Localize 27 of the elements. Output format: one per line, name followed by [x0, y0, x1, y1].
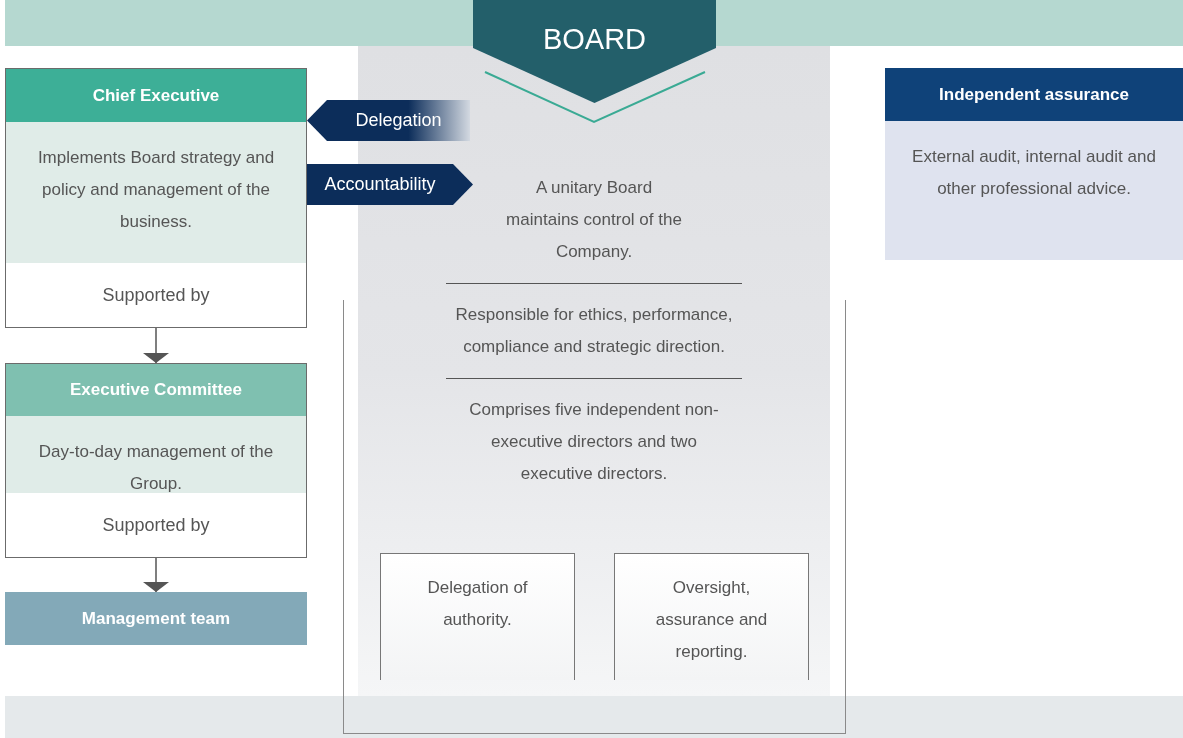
- org-card: [5, 68, 307, 328]
- org-card: [5, 363, 307, 558]
- card-body: Day-to-day management of the Group.: [6, 416, 306, 493]
- card-header: Chief Executive: [6, 69, 306, 122]
- card-body: Implements Board strategy and policy and management of the business.: [6, 122, 306, 263]
- card-header: Independent assurance: [885, 68, 1183, 121]
- card-body: External audit, internal audit and other professional advice.: [885, 121, 1183, 260]
- top-band: [716, 0, 1183, 46]
- arrow-band: [307, 164, 473, 205]
- org-card: [885, 68, 1183, 260]
- board-description: Comprises five independent non-executive directors and two executive directors.: [468, 399, 720, 485]
- bottom-band: [5, 696, 1183, 738]
- board-description: A unitary Board maintains control of the Company.: [505, 177, 683, 263]
- card-header: Executive Committee: [6, 364, 306, 416]
- edge-label: Accountability: [324, 173, 436, 196]
- sub-box: Oversight, assurance and reporting.: [614, 553, 809, 680]
- arrow-band: [307, 100, 358, 141]
- card-footer-text: Supported by: [101, 283, 211, 307]
- edge-label: Delegation: [355, 109, 442, 132]
- sub-box: Delegation of authority.: [380, 553, 575, 680]
- card-footer-text: Supported by: [101, 513, 211, 537]
- arrow: [143, 327, 169, 364]
- board-banner: BOARD: [473, 0, 716, 103]
- card-header: Management team: [5, 592, 307, 645]
- arrow: [143, 557, 169, 593]
- top-band: [5, 0, 473, 46]
- board-description: Responsible for ethics, performance, compliance and strategic direction.: [454, 304, 734, 358]
